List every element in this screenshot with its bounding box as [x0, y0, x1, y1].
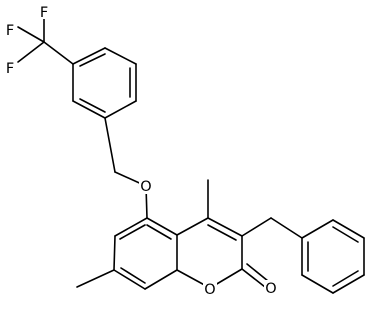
bond — [207, 217, 243, 237]
oxygen-label: O — [204, 282, 215, 298]
bond — [332, 226, 359, 243]
bond — [104, 100, 137, 119]
atom-label-F3: F — [4, 60, 16, 77]
fluorine-label: F — [40, 5, 48, 21]
bond — [17, 26, 45, 43]
bond — [246, 263, 269, 282]
bond — [17, 41, 45, 63]
bond — [270, 217, 303, 239]
fluorine-label: F — [6, 61, 14, 77]
bond — [72, 100, 106, 119]
bond — [332, 270, 359, 287]
oxygen-label: O — [140, 179, 151, 195]
bond — [146, 217, 178, 236]
bond — [76, 269, 115, 288]
bond — [301, 274, 334, 294]
atom-label-O-carbonyl: O — [264, 280, 278, 297]
bond — [79, 98, 106, 113]
bond — [104, 117, 116, 173]
bond — [113, 269, 146, 290]
bond — [104, 47, 137, 65]
bond — [113, 235, 116, 271]
bond — [301, 219, 334, 239]
oxygen-label: O — [265, 281, 276, 297]
bond — [144, 269, 178, 290]
bond — [120, 267, 146, 284]
atom-label-O-ether: O — [139, 178, 153, 195]
bond — [114, 217, 148, 237]
bond — [72, 47, 106, 65]
bond — [176, 217, 209, 236]
atom-label-F1: F — [38, 4, 50, 21]
bond — [207, 224, 237, 241]
bond — [43, 41, 74, 65]
atom-label-F2: F — [4, 22, 16, 39]
bond — [332, 219, 365, 239]
bond — [241, 217, 272, 237]
bond — [146, 224, 172, 240]
fluorine-label: F — [6, 23, 14, 39]
bond — [119, 224, 146, 240]
atom-label-O-ring: O — [203, 281, 217, 298]
bond — [332, 274, 365, 294]
bond — [79, 53, 106, 67]
bond — [241, 268, 266, 288]
